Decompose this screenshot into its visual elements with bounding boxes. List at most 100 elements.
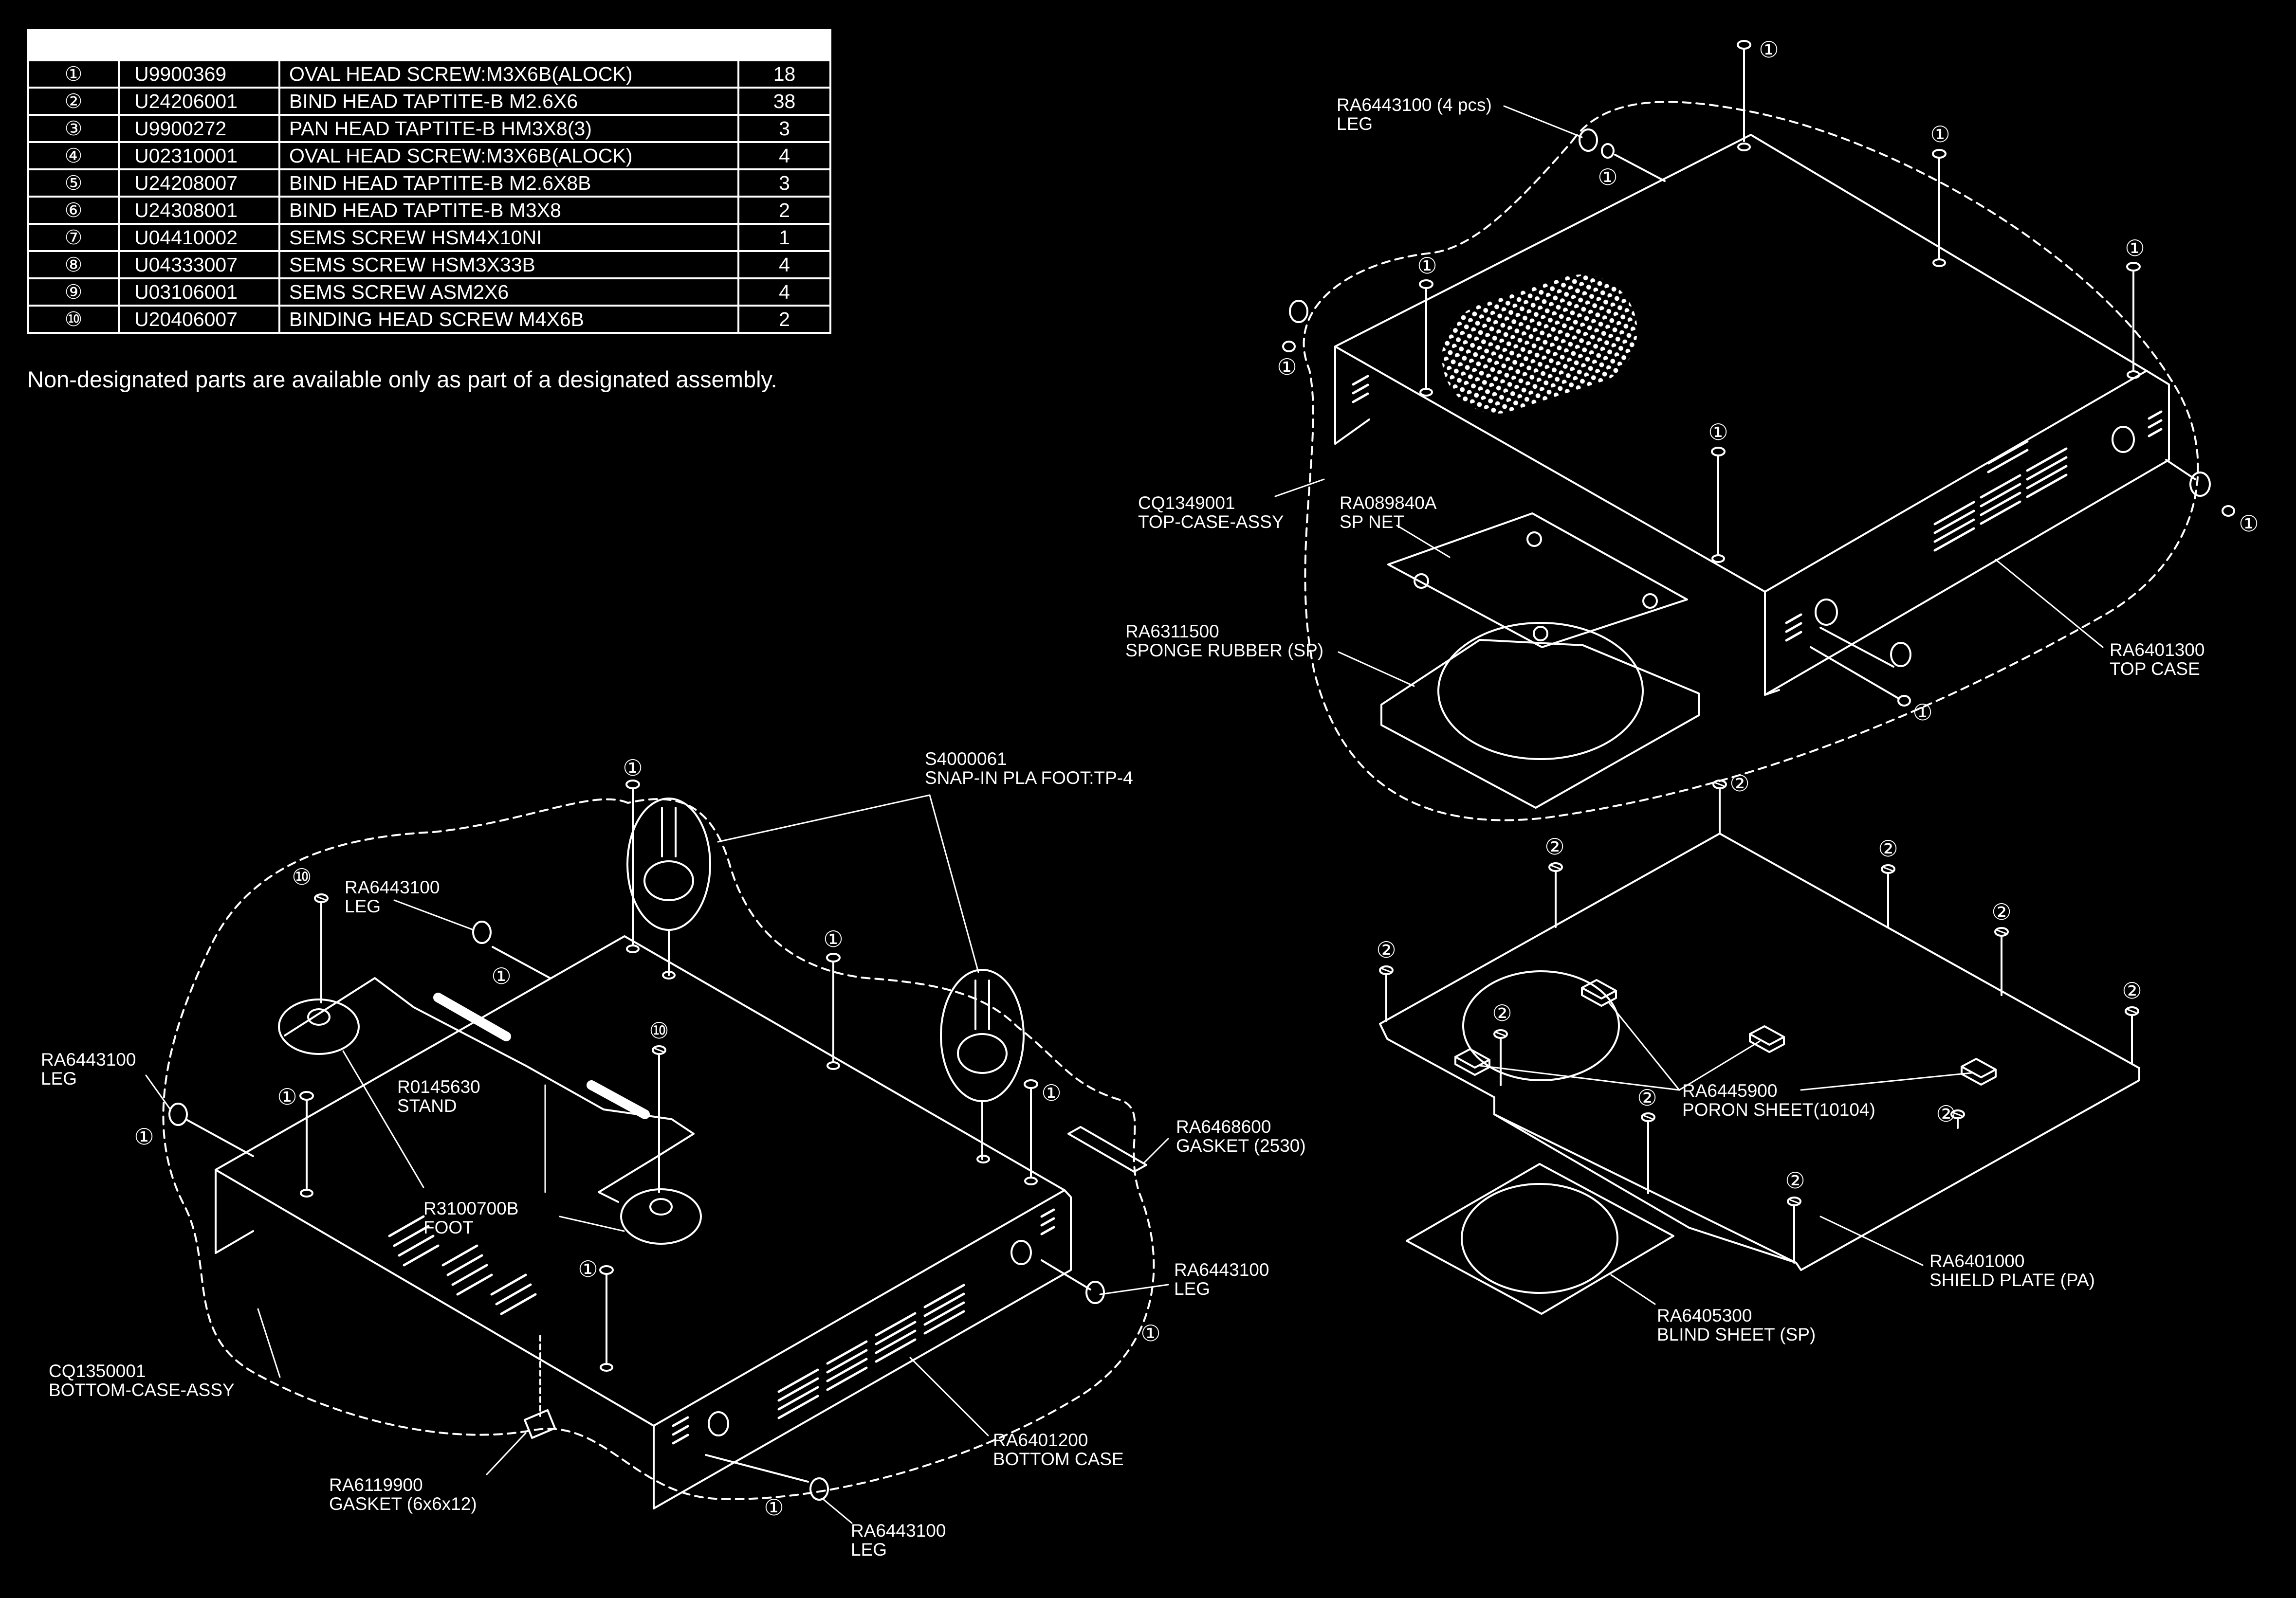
part-qty: 4 [737,141,831,170]
bottom-case-drawing [162,780,1155,1509]
callout-1: ① [1277,354,1297,380]
callout-1: ① [491,963,511,989]
designated-parts-note: Non-designated parts are available only … [27,366,777,392]
part-no: ⑦ [27,223,120,252]
callout-1: ① [1912,699,1932,726]
part-code: CQ1349001 [1138,493,1235,513]
part-code: RA6405300 [1657,1306,1752,1326]
part-no: ⑩ [27,305,120,334]
callout-10: ⑩ [292,864,312,890]
part-code: R0145630 [397,1077,480,1097]
part-name: LEG [41,1069,77,1089]
part-no: ④ [27,141,120,170]
callout-2: ② [1878,835,1898,862]
part-name: PORON SHEET(10104) [1682,1100,1875,1120]
part-code: U04333007 [118,250,280,279]
callout-1: ① [134,1124,154,1150]
part-code: RA6443100 [41,1050,136,1070]
part-code: RA089840A [1340,493,1437,513]
callout-2: ② [1729,770,1749,797]
part-name: SNAP-IN PLA FOOT:TP-4 [925,768,1133,788]
part-desc: PAN HEAD TAPTITE-B HM3X8(3) [278,114,739,143]
part-no: ⑤ [27,168,120,198]
callout-1: ① [823,926,843,952]
part-desc: BINDING HEAD SCREW M4X6B [278,305,739,334]
part-qty: 3 [737,114,831,143]
part-code: RA6311500 [1125,621,1219,641]
part-code: U02310001 [118,141,280,170]
part-code: U20406007 [118,305,280,334]
callout-2: ② [1785,1167,1805,1194]
part-code: RA6401000 [1929,1251,2025,1271]
callout-2: ② [1492,1000,1512,1026]
table-header-bar [27,29,831,61]
callout-numbers: ① ① ① ① ① ① ① ① ① ② ② ② ② ② ② ② ② ② ② ① … [134,36,2259,1521]
part-qty: 3 [737,168,831,198]
part-no: ⑨ [27,277,120,307]
callout-1: ① [1598,164,1617,190]
part-qty: 4 [737,277,831,307]
part-code: RA6443100 [851,1521,946,1541]
part-name: GASKET (6x6x12) [329,1494,477,1514]
shield-plate-drawing [1379,780,2140,1315]
part-code: RA6119900 [329,1475,423,1495]
part-qty: 1 [737,223,831,252]
part-code: R3100700B [423,1198,519,1218]
part-no: ② [27,87,120,116]
part-desc: OVAL HEAD SCREW:M3X6B(ALOCK) [278,59,739,89]
part-name: LEG [1174,1279,1211,1299]
part-name: BOTTOM-CASE-ASSY [49,1380,235,1400]
part-qty: 18 [737,59,831,89]
callout-1: ① [1930,121,1950,147]
part-no: ① [27,59,120,89]
part-code: CQ1350001 [49,1361,146,1381]
part-code: RA6445900 [1682,1081,1778,1101]
part-code: U04410002 [118,223,280,252]
part-code: RA6443100 (4 pcs) [1337,95,1492,115]
part-desc: SEMS SCREW ASM2X6 [278,277,739,307]
part-no: ⑧ [27,250,120,279]
leader-lines [145,105,2104,1524]
part-code: RA6443100 [345,877,440,897]
part-code: U24308001 [118,196,280,225]
top-case-drawing [1282,40,2235,821]
callout-1: ① [764,1494,784,1521]
part-name: LEG [345,896,381,916]
callout-2: ② [1936,1101,1956,1127]
part-qty: 4 [737,250,831,279]
part-name: SP NET [1340,512,1404,532]
part-code: U9900369 [118,59,280,89]
part-code: RA6401200 [993,1430,1088,1450]
part-desc: SEMS SCREW HSM3X33B [278,250,739,279]
part-desc: BIND HEAD TAPTITE-B M3X8 [278,196,739,225]
callout-2: ② [1544,834,1564,860]
part-desc: OVAL HEAD SCREW:M3X6B(ALOCK) [278,141,739,170]
part-desc: BIND HEAD TAPTITE-B M2.6X8B [278,168,739,198]
part-desc: BIND HEAD TAPTITE-B M2.6X6 [278,87,739,116]
callout-1: ① [1708,419,1728,445]
callout-1: ① [623,755,643,781]
